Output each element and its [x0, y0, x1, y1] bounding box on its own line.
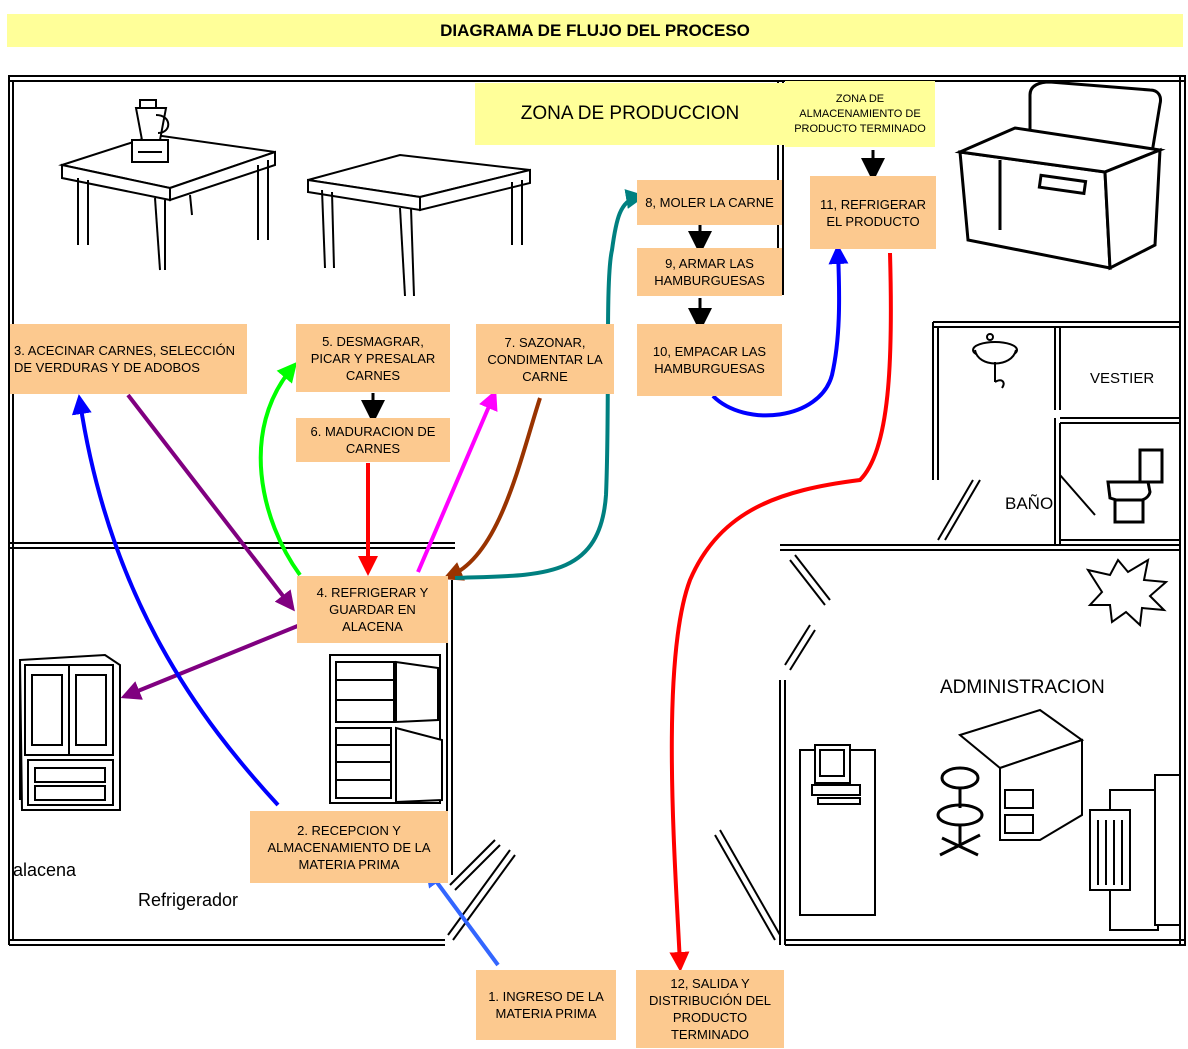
sink-icon [972, 333, 1018, 389]
toilet-icon [1106, 448, 1164, 524]
arrow-s4-to-alacena [120, 623, 301, 700]
arrow-s4-to-s7 [416, 389, 498, 573]
burst-icon [1085, 557, 1169, 628]
cupboard-icon [18, 653, 121, 811]
administracion-label: ADMINISTRACION [940, 677, 1105, 698]
step-9-box: 9, ARMAR LAS HAMBURGUESAS [637, 248, 782, 296]
arrow-s4-to-s5 [258, 361, 302, 577]
walls [8, 75, 1186, 946]
step-11-box: 11, REFRIGERAR EL PRODUCTO [810, 176, 936, 249]
arrow-s11-to-s12 [669, 252, 893, 972]
step-12-box: 12, SALIDA Y DISTRIBUCIÓN DEL PRODUCTO T… [636, 970, 784, 1048]
refrigerador-label: Refrigerador [138, 890, 239, 910]
file-cabinet-icon [1089, 774, 1181, 931]
step-6-box: 6. MADURACION DE CARNES [296, 418, 450, 462]
zone-produccion-label: ZONA DE PRODUCCION [475, 83, 785, 145]
step-5-box: 5. DESMAGRAR, PICAR Y PRESALAR CARNES [296, 324, 450, 392]
desk-icon [957, 708, 1085, 841]
blender-icon [131, 99, 170, 163]
alacena-label: alacena [13, 860, 77, 880]
step-2-box: 2. RECEPCION Y ALMACENAMIENTO DE LA MATE… [250, 811, 448, 883]
step-8-box: 8, MOLER LA CARNE [637, 180, 782, 225]
step-7-box: 7. SAZONAR, CONDIMENTAR LA CARNE [476, 324, 614, 394]
step-10-box: 10, EMPACAR LAS HAMBURGUESAS [637, 324, 782, 396]
arrow-s10-to-s11 [711, 244, 849, 418]
step-1-box: 1. INGRESO DE LA MATERIA PRIMA [476, 970, 616, 1040]
table-icon [307, 153, 531, 297]
vestier-label: VESTIER [1090, 370, 1155, 387]
diagram-title: DIAGRAMA DE FLUJO DEL PROCESO [7, 14, 1183, 47]
arrow-s1-to-s2 [425, 866, 500, 967]
arrow-s2-to-s3 [71, 394, 280, 807]
step-3-box: 3. ACECINAR CARNES, SELECCIÓN DE VERDURA… [10, 324, 247, 394]
computer-icon [799, 744, 876, 916]
arrow-s4-to-s8 [454, 189, 646, 580]
bano-label: BAÑO [1005, 494, 1054, 513]
chest-freezer-icon [954, 80, 1166, 271]
chair-icon [936, 766, 984, 857]
arrow-s3-to-s4 [126, 393, 295, 612]
refrigerator-icon [329, 654, 443, 804]
arrow-s7-to-s4 [442, 397, 542, 581]
zone-almacenamiento-label: ZONA DE ALMACENAMIENTO DE PRODUCTO TERMI… [785, 81, 935, 147]
step-4-box: 4. REFRIGERAR Y GUARDAR EN ALACENA [297, 576, 448, 643]
